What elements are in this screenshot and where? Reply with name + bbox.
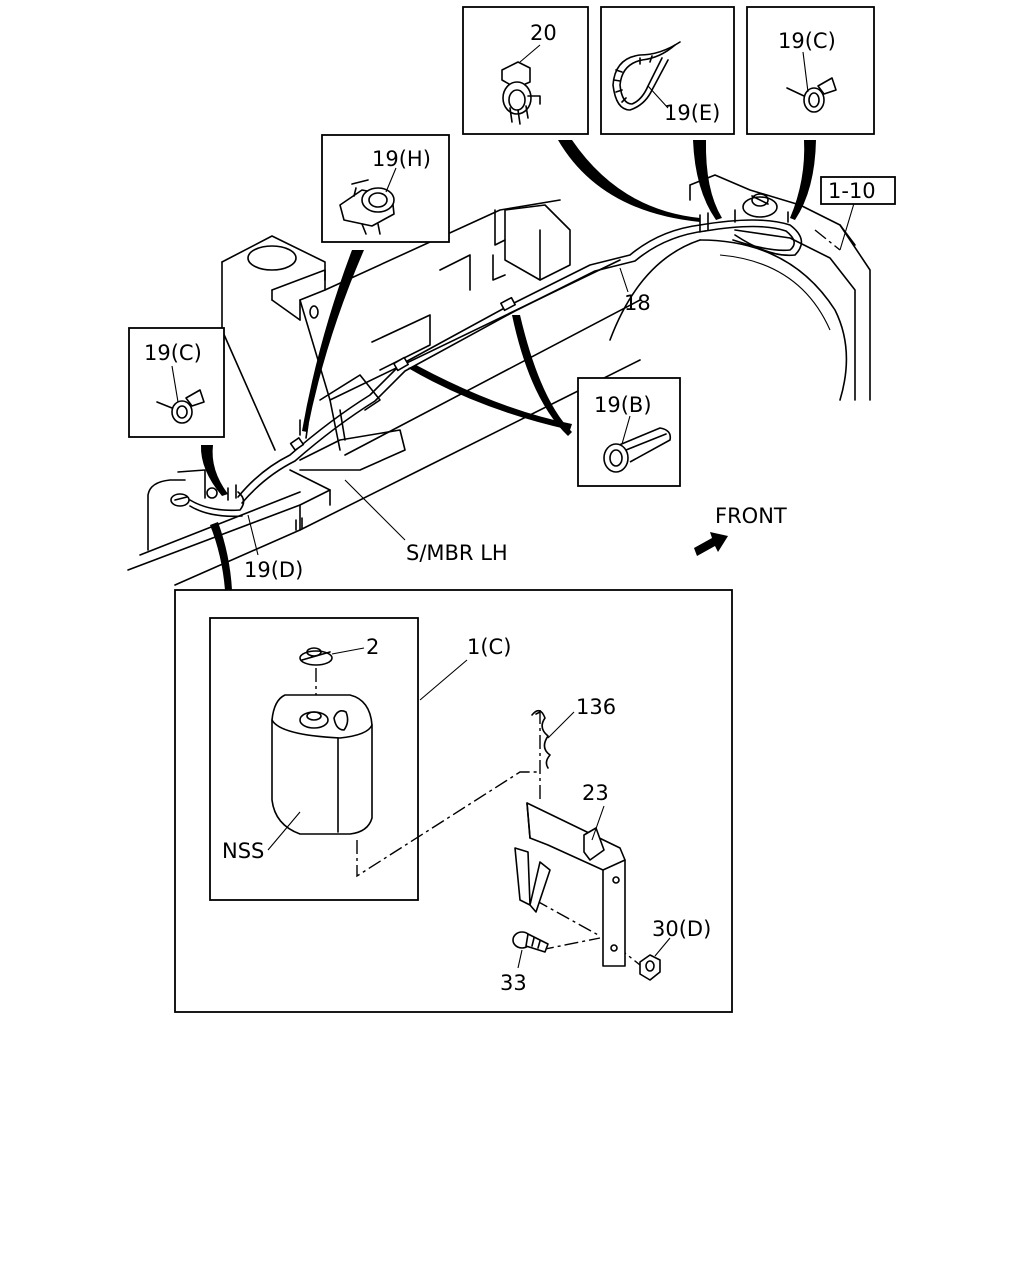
washer-hose <box>189 209 803 518</box>
detail-box-20: 20 <box>462 6 589 135</box>
leader-lines <box>200 140 816 590</box>
detail-box-19b: 19(B) <box>577 377 681 487</box>
label-1c: 1(C) <box>467 635 511 659</box>
thin-leaders <box>247 199 856 556</box>
radiator-shroud <box>609 174 871 401</box>
label-136: 136 <box>576 695 616 719</box>
label-smbr: S/MBR LH <box>406 541 508 565</box>
nut-30d: 30(D) <box>639 917 711 981</box>
label-2: 2 <box>366 635 379 659</box>
label-18: 18 <box>624 291 651 315</box>
label-19d: 19(D) <box>244 558 303 582</box>
label-19c-top: 19(C) <box>778 29 836 53</box>
tank-detail-frame: 1(C) <box>174 589 733 1013</box>
front-arrow-icon <box>694 532 728 556</box>
bolt-33: 33 <box>500 931 549 995</box>
label-20: 20 <box>530 21 557 45</box>
label-23: 23 <box>582 781 609 805</box>
cable-tie-136: 136 <box>531 695 616 769</box>
label-19h: 19(H) <box>372 147 431 171</box>
detail-box-19c-left: 19(C) <box>128 327 225 438</box>
label-front: FRONT <box>715 504 787 528</box>
label-nss: NSS <box>222 839 264 863</box>
bracket-23: 23 <box>514 781 626 967</box>
label-19b: 19(B) <box>594 393 652 417</box>
label-1-10: 1-10 <box>828 179 876 203</box>
ref-box-1-10: 1-10 <box>820 176 896 205</box>
label-19c-left: 19(C) <box>144 341 202 365</box>
label-30d: 30(D) <box>652 917 711 941</box>
reservoir-tank-installed <box>147 469 218 551</box>
label-33: 33 <box>500 971 527 995</box>
detail-box-19c-top: 19(C) <box>746 6 875 135</box>
reservoir-tank: 2 NSS <box>222 635 379 863</box>
detail-box-19h: 19(H) <box>321 134 450 243</box>
detail-box-19e: 19(E) <box>600 6 735 135</box>
label-19e: 19(E) <box>664 101 720 125</box>
